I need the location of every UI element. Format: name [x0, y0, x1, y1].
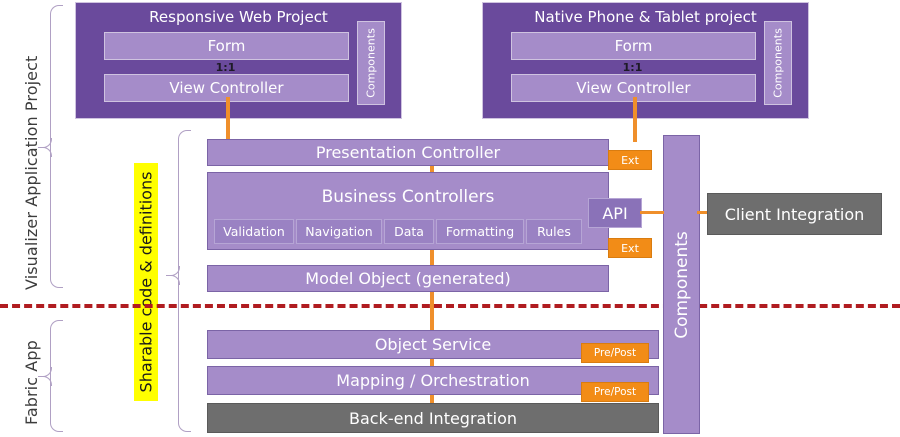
connector-api-to-components	[640, 211, 664, 214]
chip-navigation: Navigation	[296, 219, 382, 244]
bracket-fabric	[38, 320, 64, 432]
connector-model-to-object-service	[430, 289, 434, 332]
connector-presentation-to-business	[430, 163, 434, 180]
row-presentation-controller: Presentation Controller	[207, 139, 609, 166]
form-bar: Form	[104, 32, 349, 60]
side-label-visualizer: Visualizer Application Project	[22, 55, 41, 290]
connector-mapping-to-backend	[430, 395, 434, 410]
row-backend-integration: Back-end Integration	[207, 403, 659, 433]
bracket-visualizer	[38, 5, 64, 288]
components-side-label: Components	[771, 28, 785, 98]
ratio-label: 1:1	[622, 61, 643, 74]
components-tall-label: Components	[671, 230, 692, 339]
badge-prepost-mapping: Pre/Post	[581, 382, 649, 402]
project-native-phone-tablet: Native Phone & Tablet project Form 1:1 V…	[482, 2, 809, 119]
components-side-bar: Components	[357, 21, 385, 105]
badge-prepost-object-service: Pre/Post	[581, 343, 649, 363]
row-label: Business Controllers	[321, 187, 495, 207]
badge-ext-presentation: Ext	[608, 150, 652, 170]
form-bar: Form	[511, 32, 756, 60]
row-model-object: Model Object (generated)	[207, 265, 609, 292]
connector-object-service-to-mapping	[430, 356, 434, 371]
badge-ext-business: Ext	[608, 238, 652, 258]
client-integration-box: Client Integration	[707, 193, 882, 235]
tier-divider	[0, 304, 900, 308]
connector-web-to-presentation	[226, 97, 230, 142]
components-side-bar: Components	[764, 21, 792, 105]
connector-native-to-presentation	[633, 97, 637, 142]
bracket-sharable-code	[166, 130, 192, 432]
sharable-code-highlight: Sharable code & definitions	[134, 163, 158, 401]
api-chip: API	[588, 198, 642, 228]
row-label: Model Object (generated)	[305, 269, 511, 288]
components-side-label: Components	[364, 28, 378, 98]
connector-components-to-client	[697, 211, 708, 214]
row-label: Object Service	[374, 335, 492, 354]
row-label: Back-end Integration	[348, 408, 517, 428]
components-tall-bar: Components	[663, 135, 700, 434]
row-label: Mapping / Orchestration	[336, 371, 530, 390]
row-label: Presentation Controller	[315, 143, 501, 162]
row-mapping-orchestration: Mapping / Orchestration	[207, 366, 659, 395]
chip-data: Data	[384, 219, 434, 244]
ratio-label: 1:1	[215, 61, 236, 74]
chip-formatting: Formatting	[436, 219, 524, 244]
connector-business-to-model	[430, 247, 434, 267]
sharable-code-label: Sharable code & definitions	[136, 171, 156, 393]
project-title: Responsive Web Project	[149, 8, 328, 26]
project-responsive-web: Responsive Web Project Form 1:1 View Con…	[75, 2, 402, 119]
chip-validation: Validation	[214, 219, 294, 244]
chip-rules: Rules	[526, 219, 582, 244]
project-title: Native Phone & Tablet project	[534, 8, 757, 26]
